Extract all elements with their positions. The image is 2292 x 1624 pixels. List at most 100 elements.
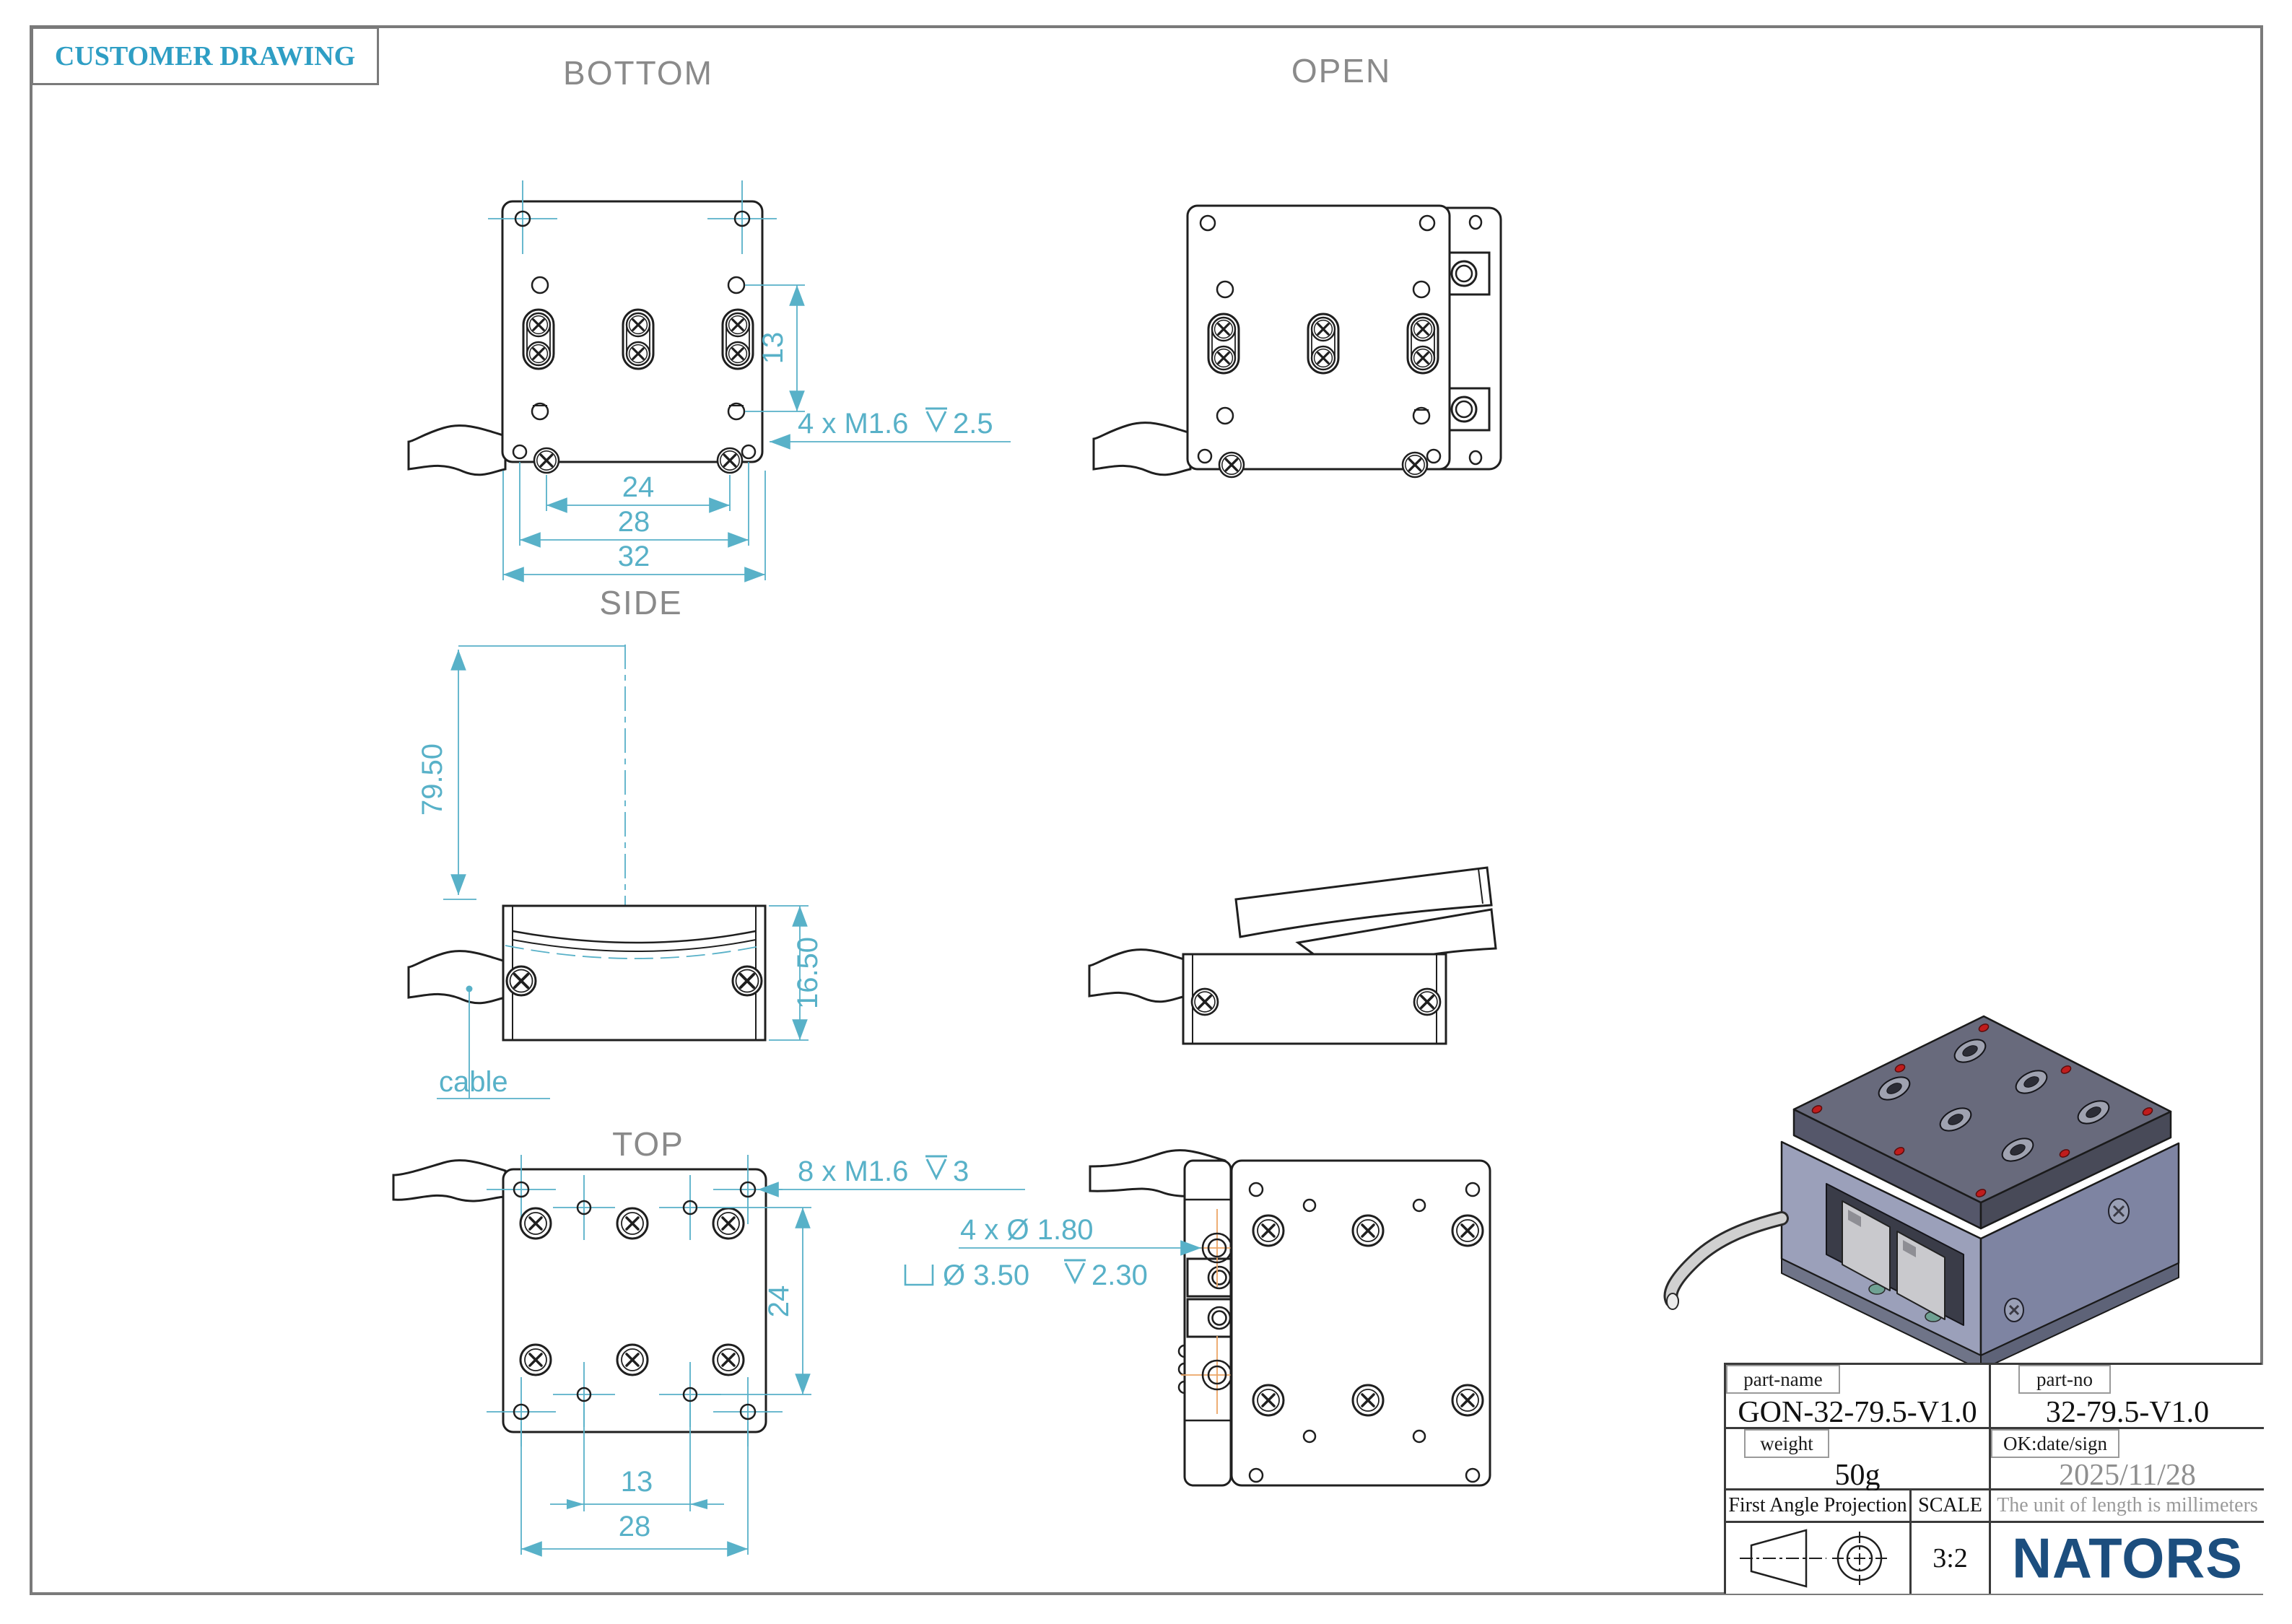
top-plate xyxy=(502,1168,767,1433)
screw-slot xyxy=(1406,313,1439,375)
phillips-screw xyxy=(1190,987,1219,1016)
side-open-base xyxy=(1182,953,1447,1045)
svg-text:16.50: 16.50 xyxy=(792,937,824,1009)
cable-3d xyxy=(1663,1211,1789,1310)
countersunk-screw xyxy=(616,1343,649,1376)
pin-hole xyxy=(531,276,549,294)
part-no-cell: part-no 32-79.5-V1.0 xyxy=(1991,1365,2264,1429)
cable xyxy=(1092,422,1192,476)
corner-hole xyxy=(1419,214,1436,232)
view-open-title: OPEN xyxy=(1291,52,1391,90)
part-name-cell: part-name GON-32-79.5-V1.0 xyxy=(1726,1365,1991,1429)
svg-text:Ø 3.50: Ø 3.50 xyxy=(943,1260,1029,1291)
pin-hole xyxy=(727,402,746,421)
view-bottom-title: BOTTOM xyxy=(563,54,713,92)
pin-hole xyxy=(1216,406,1234,425)
countersunk-screw xyxy=(1451,1384,1484,1417)
pin-hole xyxy=(1412,406,1431,425)
phillips-screw xyxy=(1413,987,1442,1016)
thread-hole xyxy=(1412,1198,1426,1213)
phillips-screw xyxy=(1218,451,1245,479)
svg-text:2.5: 2.5 xyxy=(953,408,993,440)
nators-logo: NATORS xyxy=(2012,1527,2243,1590)
countersunk-screw xyxy=(519,1207,552,1240)
countersunk-screw xyxy=(1252,1214,1285,1247)
weight-value: 50g xyxy=(1834,1459,1881,1492)
sheet-border xyxy=(30,25,2263,1595)
unit-note-cell: The unit of length is millimeters xyxy=(1991,1490,2264,1523)
dim-13: 13 xyxy=(550,1404,724,1511)
screw-slot xyxy=(522,308,555,370)
cable-label: cable xyxy=(437,985,550,1099)
countersunk-screw xyxy=(712,1343,745,1376)
view-side-open xyxy=(1088,866,1497,1045)
actuator-mechanism xyxy=(1826,1183,1964,1326)
red-thread-markers xyxy=(1811,1023,2153,1197)
top-open-plate xyxy=(1230,1159,1491,1487)
depth-symbol xyxy=(1064,1262,1086,1285)
dim-28: 28 xyxy=(520,1422,749,1557)
screw-slot xyxy=(622,308,655,370)
pin-hole xyxy=(531,402,549,421)
countersunk-screw xyxy=(1252,1384,1285,1417)
iso-3d-view xyxy=(1663,1015,2180,1371)
svg-text:28: 28 xyxy=(618,506,650,538)
view-top: TOP xyxy=(392,1125,1025,1557)
pin-hole xyxy=(1216,280,1234,299)
view-top-title: TOP xyxy=(612,1125,684,1163)
projection-label: First Angle Projection xyxy=(1728,1494,1907,1516)
scale-value: 3:2 xyxy=(1932,1543,1968,1573)
svg-text:13: 13 xyxy=(621,1466,653,1498)
svg-text:79.50: 79.50 xyxy=(417,743,448,816)
corner-hole xyxy=(707,180,777,254)
view-side: SIDE 79.50 16.50 cable xyxy=(407,584,824,1099)
svg-text:28: 28 xyxy=(619,1511,651,1542)
pin-hole xyxy=(727,276,746,294)
cable xyxy=(1088,948,1188,1003)
weight-label: weight xyxy=(1744,1429,1829,1458)
part-no-value: 32-79.5-V1.0 xyxy=(2045,1396,2210,1429)
svg-text:24: 24 xyxy=(763,1285,795,1318)
countersunk-screw xyxy=(1451,1214,1484,1247)
thread-hole xyxy=(1302,1198,1317,1213)
thread-note-leader: 8 x M1.6 3 xyxy=(758,1155,1025,1197)
corner-hole xyxy=(487,1155,556,1224)
hole-note-leader: 4 x Ø 1.80 xyxy=(959,1214,1201,1256)
arc-centerline xyxy=(505,945,764,959)
corner-hole xyxy=(1248,1182,1264,1197)
corner-hole xyxy=(1465,1467,1481,1483)
svg-text:32: 32 xyxy=(618,541,650,572)
screw-slot xyxy=(721,308,754,370)
corner-hole xyxy=(512,444,528,460)
depth-symbol xyxy=(925,1158,947,1181)
phillips-screw xyxy=(533,447,560,474)
dim-32: 32 xyxy=(502,471,766,582)
svg-text:cable: cable xyxy=(439,1066,508,1098)
dim-16-50: 16.50 xyxy=(769,905,824,1041)
svg-text:13: 13 xyxy=(757,332,789,364)
phillips-screw xyxy=(505,965,537,997)
brand-cell: NATORS xyxy=(1991,1523,2264,1594)
countersunk-screw xyxy=(1351,1384,1385,1417)
depth-symbol xyxy=(925,411,947,433)
plate-top-face xyxy=(1792,1015,2172,1204)
corner-hole xyxy=(1426,448,1442,464)
weight-cell: weight 50g xyxy=(1726,1429,1991,1492)
cable xyxy=(392,1159,507,1202)
side-screw-3d xyxy=(2004,1198,2130,1322)
cable xyxy=(407,950,507,1005)
curved-guide-lower xyxy=(512,939,757,952)
projection-label-cell: First Angle Projection xyxy=(1726,1490,1912,1523)
pin-hole xyxy=(1412,280,1431,299)
drawing-header: CUSTOMER DRAWING xyxy=(31,27,379,85)
date-value: 2025/11/28 xyxy=(2059,1459,2196,1492)
date-cell: OK:date/sign 2025/11/28 xyxy=(1991,1429,2264,1492)
screw-slot xyxy=(1307,313,1340,375)
counterbore-note: Ø 3.50 2.30 xyxy=(904,1259,1148,1291)
side-body xyxy=(502,904,767,1042)
part-no-label: part-no xyxy=(2018,1365,2111,1394)
corner-hole xyxy=(741,444,757,460)
countersunk-screw xyxy=(1351,1214,1385,1247)
